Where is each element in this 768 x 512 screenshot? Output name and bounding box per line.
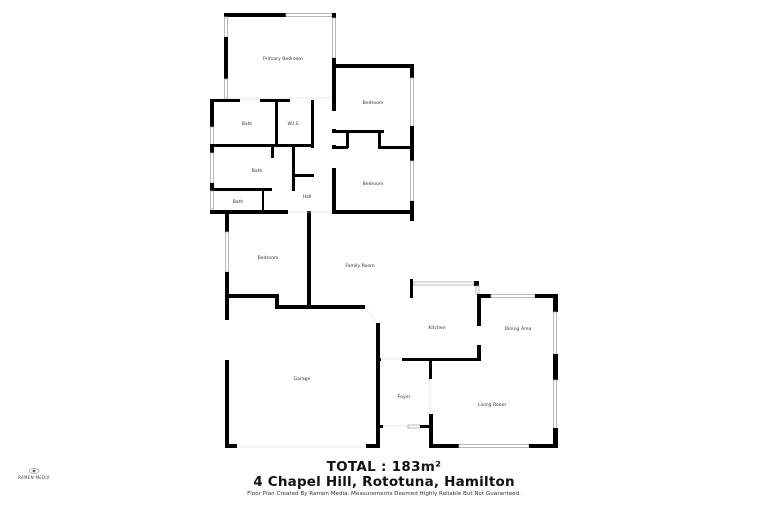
room-label-hall: Hall xyxy=(303,194,312,200)
disclaimer: Floor Plan Created By Ramen Media. Measu… xyxy=(247,491,521,497)
logo-text: RAMEN MEDIA xyxy=(18,475,50,480)
ramen-media-logo: RAMEN MEDIA xyxy=(14,468,54,480)
room-label-bath: Bath xyxy=(233,199,244,205)
total-area: TOTAL : 183m² xyxy=(326,459,442,475)
room-label-bedroom: Bedroom xyxy=(363,100,384,106)
camera-icon xyxy=(28,468,40,474)
room-label-bath: Bath xyxy=(242,121,253,127)
room-label-family-room: Family Room xyxy=(345,263,375,269)
room-label-bath: Bath xyxy=(252,168,263,174)
property-address: 4 Chapel Hill, Rototuna, Hamilton xyxy=(253,474,515,490)
room-label-bedroom: Bedroom xyxy=(363,181,384,187)
room-labels: Primary Bedroom Bedroom Bath W.I.C. Bath… xyxy=(233,56,532,408)
room-label-foyer: Foyer xyxy=(398,394,411,400)
room-label-bedroom: Bedroom xyxy=(258,255,279,261)
room-label-garage: Garage xyxy=(294,376,311,382)
room-label-dining-area: Dining Area xyxy=(505,326,532,332)
room-label-living-room: Living Room xyxy=(478,402,507,408)
walls xyxy=(210,13,558,448)
room-label-primary-bedroom: Primary Bedroom xyxy=(263,56,304,62)
room-label-wic: W.I.C. xyxy=(288,121,301,127)
room-label-kitchen: Kitchen xyxy=(428,325,445,331)
